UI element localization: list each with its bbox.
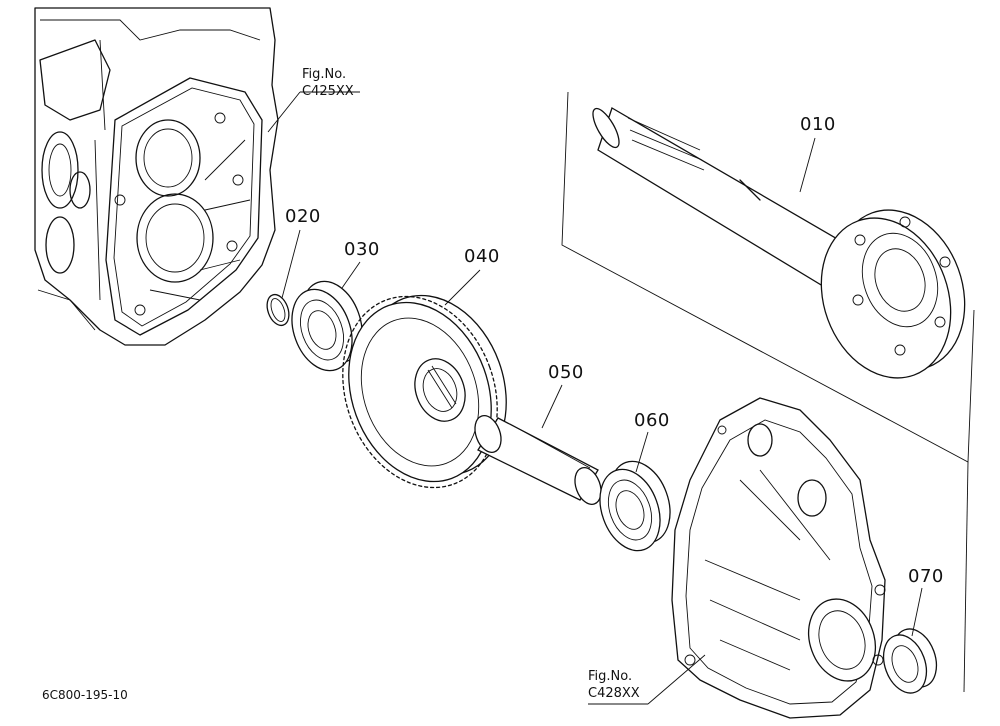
gear-040 [342, 294, 507, 489]
oil-seal-070 [882, 628, 938, 694]
snap-ring-020 [266, 293, 290, 327]
part-label-010: 010 [800, 114, 836, 135]
figure-ref-line1: Fig.No. [588, 669, 633, 684]
part-label-070: 070 [908, 566, 944, 587]
flanged-shaft-010 [592, 107, 966, 379]
part-label-020: 020 [285, 206, 321, 227]
part-label-030: 030 [344, 239, 380, 260]
part-label-050: 050 [548, 362, 584, 383]
bearing-060 [599, 460, 671, 552]
figure-ref-line1: Fig.No. [302, 67, 347, 82]
part-label-040: 040 [464, 246, 500, 267]
shaft-subassembly-frame [561, 91, 975, 693]
figure-ref-line2: C428XX [588, 686, 640, 701]
collar-050 [474, 415, 602, 505]
figure-ref-c428xx: Fig.No. C428XX [588, 668, 640, 702]
figure-ref-c425xx: Fig.No. C425XX [302, 66, 354, 100]
bearing-030 [291, 280, 363, 372]
diagram-code: 6C800-195-10 [42, 688, 128, 702]
transmission-housing-right [671, 397, 886, 719]
leader-lines [267, 91, 923, 705]
part-label-060: 060 [634, 410, 670, 431]
transmission-housing-left [34, 7, 279, 346]
figure-ref-line2: C425XX [302, 84, 354, 99]
